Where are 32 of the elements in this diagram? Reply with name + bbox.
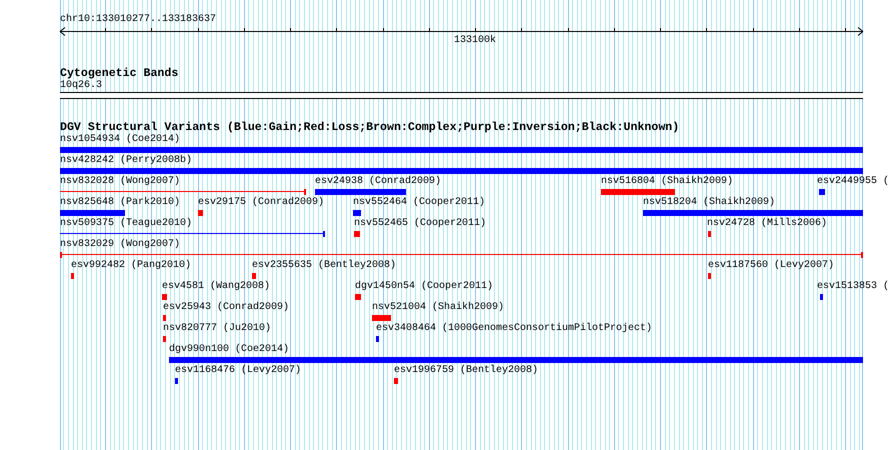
variant-label: esv3408464 (1000GenomesConsortiumPilotProject) — [376, 323, 652, 335]
variant-label: dgv990n100 (Coe2014) — [169, 344, 290, 356]
variant-label: esv25943 (Conrad2009) — [163, 302, 290, 314]
variant-label: nsv825648 (Park2010) — [60, 197, 180, 209]
variant-label: esv1996759 (Bentley2008) — [394, 365, 538, 377]
variant-label: nsv832028 (Wong2007) — [60, 176, 180, 188]
variant-label: esv1513853 ( — [817, 281, 890, 293]
variant-label: nsv1054934 (Coe2014) — [60, 134, 180, 146]
variant-label: esv24938 (Conrad2009) — [315, 176, 442, 188]
variant-label: nsv428242 (Perry2008b) — [60, 155, 192, 167]
variant-label: nsv516804 (Shaikh2009) — [601, 176, 734, 188]
band-label: 10q26.3 — [60, 80, 102, 92]
variant-label: nsv518204 (Shaikh2009) — [643, 197, 776, 209]
track-title: DGV Structural Variants (Blue:Gain;Red:Loss;Brown:Complex;Purple:Inversion;Black:Unknown) — [60, 121, 680, 134]
variant-label: nsv24728 (Mills2006) — [707, 218, 828, 230]
variant-label: nsv509375 (Teague2010) — [60, 218, 192, 230]
variant-label: esv1187560 (Levy2007) — [708, 260, 834, 272]
variant-label: esv1168476 (Levy2007) — [175, 365, 302, 377]
variant-label: nsv552464 (Cooper2011) — [353, 197, 486, 209]
variant-label: esv4581 (Wang2008) — [162, 281, 270, 293]
track-title: Cytogenetic Bands — [60, 67, 178, 80]
variant-label: esv2355635 (Bentley2008) — [252, 260, 396, 272]
variant-label: nsv552465 (Cooper2011) — [354, 218, 486, 230]
variant-label: nsv832029 (Wong2007) — [60, 239, 180, 251]
variant-label: dgv1450n54 (Cooper2011) — [355, 281, 494, 293]
variant-label: esv2449955 ( — [817, 176, 890, 188]
variant-label: esv29175 (Conrad2009) — [198, 197, 324, 209]
tick-label: 133100k — [454, 35, 496, 47]
variant-label: esv992482 (Pang2010) — [71, 260, 192, 272]
coordinate-range-label: chr10:133010277..133183637 — [60, 14, 216, 26]
variant-label: nsv521004 (Shaikh2009) — [372, 302, 504, 314]
variant-label: nsv820777 (Ju2010) — [163, 323, 272, 335]
